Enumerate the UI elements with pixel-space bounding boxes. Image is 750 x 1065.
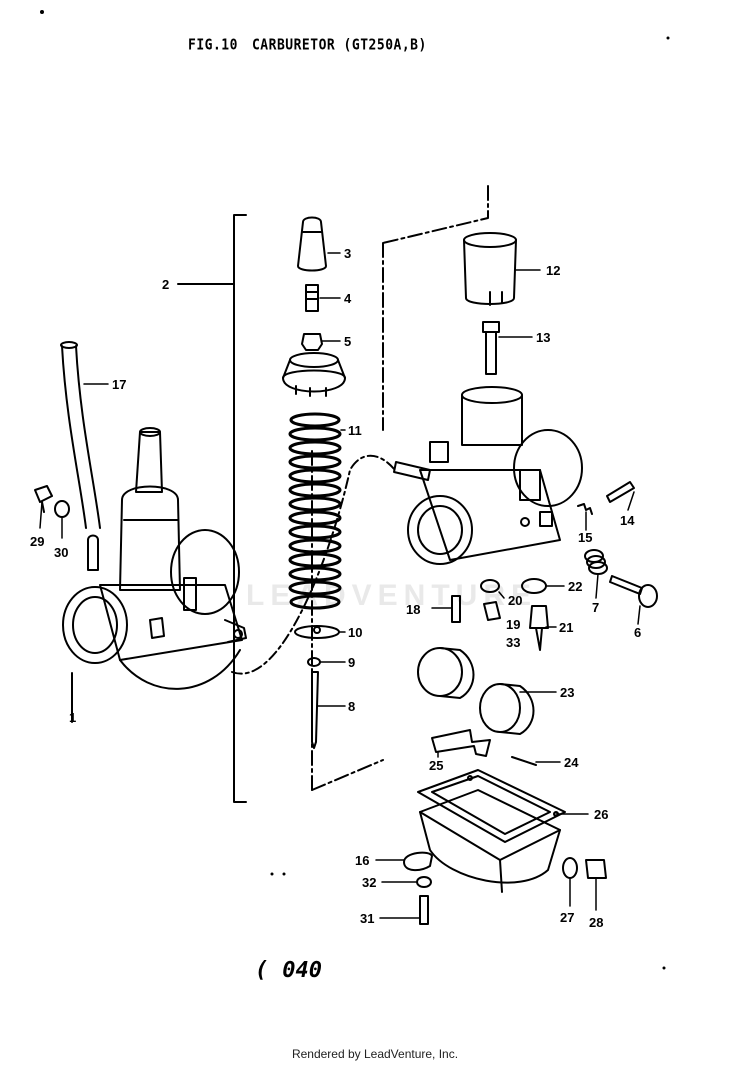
label-15: 15 [578, 530, 592, 545]
label-19: 19 [506, 617, 520, 632]
label-25: 25 [429, 758, 443, 773]
part-18-jet [451, 595, 461, 623]
part-12-throttle-valve [463, 232, 517, 306]
label-1: 1 [69, 710, 76, 725]
label-20: 20 [508, 593, 522, 608]
label-4: 4 [344, 291, 352, 306]
label-12: 12 [546, 263, 560, 278]
part-14-screw [606, 481, 635, 503]
label-24: 24 [564, 755, 579, 770]
label-22: 22 [568, 579, 582, 594]
label-5: 5 [344, 334, 351, 349]
figure-title: FIG.10 CARBURETOR (GT250A,B) [188, 37, 427, 54]
label-2: 2 [162, 277, 169, 292]
part-23-float [417, 647, 535, 735]
part-31-screw [419, 895, 429, 925]
part-26-float-bowl-gasket [417, 769, 566, 843]
label-3: 3 [344, 246, 351, 261]
part-22-gasket [521, 578, 547, 594]
part-24-pin [511, 756, 537, 766]
carb-top-cap [282, 352, 346, 397]
part-3-cap [297, 216, 327, 272]
footer-credit: Rendered by LeadVenture, Inc. [291, 1047, 459, 1061]
label-18: 18 [406, 602, 420, 617]
part-1-carburetor-body [62, 427, 247, 723]
carburetor-body-right [393, 386, 583, 565]
label-33: 33 [506, 635, 520, 650]
part-28-plug [585, 859, 607, 879]
part-6-pilot-screw [609, 575, 658, 608]
label-17: 17 [112, 377, 126, 392]
part-20-washer [480, 579, 500, 593]
label-11: 11 [348, 423, 362, 438]
label-6: 6 [634, 625, 641, 640]
part-11-spring [288, 412, 342, 610]
callout-labels: 1 2 3 4 5 6 7 8 9 10 11 12 13 14 15 16 1… [30, 246, 641, 930]
label-29: 29 [30, 534, 44, 549]
page-code-number: 040 [282, 958, 322, 983]
part-19-jet [483, 601, 501, 621]
part-32-washer [416, 876, 432, 888]
label-9: 9 [348, 655, 355, 670]
figure-number: FIG.10 [188, 36, 238, 55]
part-9-clip [307, 657, 321, 667]
label-23: 23 [560, 685, 574, 700]
part-4-adjuster [305, 284, 319, 312]
label-30: 30 [54, 545, 68, 560]
label-32: 32 [362, 875, 376, 890]
label-8: 8 [348, 699, 355, 714]
part-8-jet-needle [311, 671, 319, 749]
label-7: 7 [592, 600, 599, 615]
part-25-float-arm [431, 729, 491, 757]
scan-specks [40, 10, 670, 970]
label-27: 27 [560, 910, 574, 925]
leader-lines [39, 252, 641, 919]
label-31: 31 [360, 911, 374, 926]
part-21-float-valve [529, 605, 549, 651]
part-13-needle-jet [482, 321, 500, 375]
part-30-washer [54, 500, 70, 518]
part-7-spring [584, 549, 608, 575]
label-14: 14 [620, 513, 635, 528]
label-26: 26 [594, 807, 608, 822]
part-16-clamp [403, 851, 433, 872]
float-bowl [419, 789, 561, 893]
label-28: 28 [589, 915, 603, 930]
page-code: (040 [255, 958, 322, 983]
part-10-plate [294, 625, 340, 639]
label-21: 21 [559, 620, 573, 635]
label-16: 16 [355, 853, 369, 868]
part-29-screw [34, 485, 53, 513]
figure-name: CARBURETOR (GT250A,B) [251, 36, 427, 55]
part-5-nut [301, 333, 323, 351]
part-17-air-vent-tube [60, 341, 101, 529]
page-code-prefix: ( [255, 958, 269, 983]
part-15-spring [577, 503, 593, 515]
assembly-bracket-2 [177, 214, 247, 803]
label-10: 10 [348, 625, 362, 640]
part-27-gasket [562, 857, 578, 879]
label-13: 13 [536, 330, 550, 345]
